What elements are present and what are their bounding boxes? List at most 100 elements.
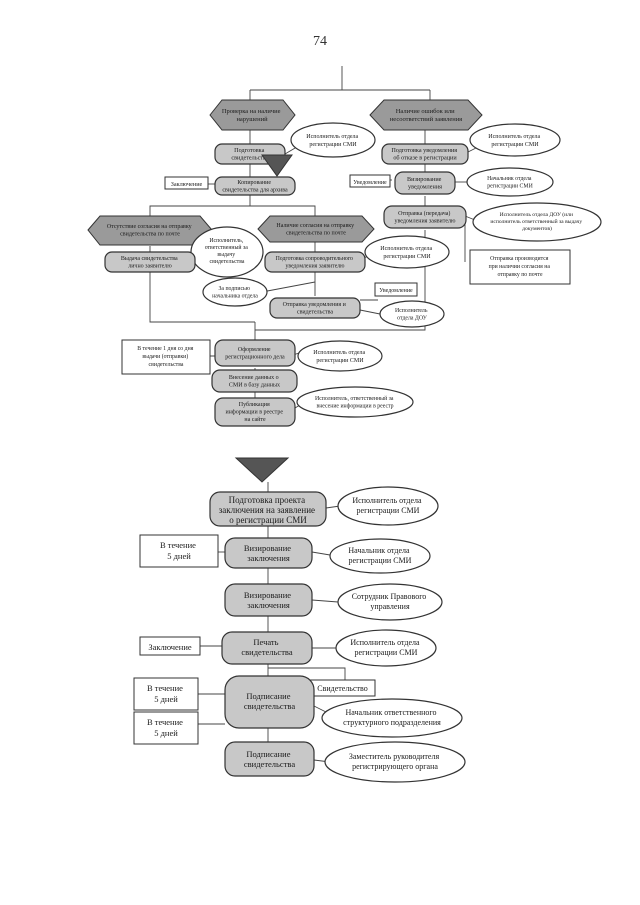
svg-text:Начальник отдела регис: Начальник отдела регистрации СМИ (348, 546, 411, 565)
svg-text:Исполнитель отдела ДОУ: Исполнитель отдела ДОУ (395, 308, 429, 322)
box-issue-certificate-line-2: лично заявителю (128, 264, 172, 270)
svg-text:Исполнитель отдела рег: Исполнитель отдела регистрации СМИ (352, 496, 423, 515)
ellipse-exec-smi-1: Исполнитель отдела регистрации СМИ (290, 122, 376, 158)
ellipse-lower-exec-smi-line-2: регистрации СМИ (357, 506, 420, 515)
rect-notice-2-text: Уведомление (379, 288, 413, 294)
ellipse-head-smi-1-line-2: регистрации СМИ (487, 184, 533, 190)
svg-text:В течение 5 дней: В течение 5 дней (147, 683, 185, 704)
svg-text:Сотрудник Правового уп: Сотрудник Правового управления (352, 592, 429, 611)
ellipse-lower-head-smi: Начальник отдела регистрации СМИ (329, 538, 431, 574)
ellipse-exec-smi-3-line-1: Исполнитель отдела (380, 246, 432, 252)
box-publish-registry-line-1: Публикация (239, 401, 270, 408)
ellipse-lower-head-struct: Начальник ответственного структурного по… (321, 698, 463, 738)
ellipse-dou-exec-line-1: Исполнитель отдела ДОУ (или (500, 211, 573, 218)
box-send-notice-line-1: Отправка (передача) (398, 210, 450, 217)
rect-lower-5-days-2-line-2: 5 дней (154, 694, 178, 704)
arrow-triangle-small (261, 154, 293, 177)
box-issue-certificate-line-1: Выдача свидетельства (121, 256, 178, 262)
rect-lower-5-days-3-line-2: 5 дней (154, 728, 178, 738)
svg-text:Печать свидетельства: Печать свидетельства (241, 637, 292, 657)
rect-lower-5-days-1-line-2: 5 дней (167, 551, 191, 561)
rect-note-post: Отправка производится при наличии соглас… (469, 249, 571, 285)
ellipse-exec-smi-2-line-1: Исполнитель отдела (488, 134, 540, 140)
box-copy-certificate-line-2: свидетельства для архива (222, 188, 288, 194)
box-register-case-line-1: Оформление (238, 346, 271, 353)
svg-text:Отправка (передача) ув: Отправка (передача) уведомления заявител… (394, 210, 456, 225)
svg-text:Исполнитель отдела рег: Исполнитель отдела регистрации СМИ (350, 638, 421, 657)
svg-text:Визирование заключения: Визирование заключения (244, 543, 293, 563)
svg-text:Наличие согласия на отправку: Наличие согласия на отправку свидетельст… (276, 223, 355, 237)
ellipse-signed-head: За подписью начальника отдела (202, 277, 268, 307)
box-prepare-certificate-line-2: свидетельства (231, 155, 269, 162)
hex-errors-found-line-2: несоответствий заявления (390, 116, 462, 123)
svg-text:Подписание свидетельст: Подписание свидетельства (244, 691, 295, 711)
box-prepare-certificate-line-1: Подготовка (234, 147, 264, 154)
rect-conclusion-upper: Заключение (164, 176, 209, 190)
box-enter-database-line-2: СМИ в базу данных (229, 382, 280, 389)
ellipse-dou-exec: Исполнитель отдела ДОУ (или исполнитель … (472, 202, 602, 242)
ellipse-exec-register: Исполнитель, ответственный за внесение и… (296, 386, 414, 418)
svg-text:Подготовка сопроводительного: Подготовка сопроводительного уведомления… (276, 256, 355, 270)
ellipse-exec-issue-line-4: свидетельства (210, 259, 245, 265)
rect-one-day-line-2: выдачи (отправки) (142, 353, 188, 360)
ellipse-exec-smi-3-line-2: регистрации СМИ (383, 254, 431, 260)
svg-text:Начальник отдела регис: Начальник отдела регистрации СМИ (487, 176, 533, 190)
box-print-certificate: Печать свидетельства (221, 631, 313, 665)
rect-note-post-line-2: при наличии согласия на (489, 264, 551, 270)
page-number: 74 (313, 34, 327, 49)
hex-errors-found: Наличие ошибок или несоответствий заявле… (369, 99, 483, 131)
ellipse-lower-deputy-line-1: Заместитель руководителя (349, 752, 440, 761)
box-prepare-cover-letter-line-2: уведомления заявителю (286, 264, 346, 270)
svg-text:Исполнитель, ответственный за: Исполнитель, ответственный за внесение и… (315, 395, 395, 410)
svg-text:Начальник ответственного: Начальник ответственного структурного по… (343, 708, 441, 727)
ellipse-exec-issue-line-2: ответственный за (205, 244, 249, 251)
svg-text:Заместитель руководителя: Заместитель руководителя регистрирующего… (349, 752, 441, 771)
hex-postal-consent-line-2: свидетельства по почте (286, 231, 346, 237)
svg-text:Подписание свидетельст: Подписание свидетельства (244, 749, 295, 769)
box-print-certificate-line-2: свидетельства (241, 647, 292, 657)
svg-text:Отправка уведомления и: Отправка уведомления и свидетельства (283, 302, 348, 316)
rect-note-post-line-3: отправку по почте (497, 272, 542, 278)
box-prepare-project-line-2: заключения на заявление (219, 505, 315, 515)
box-sign-notice-line-1: Визирование (407, 176, 442, 183)
svg-text:Проверка на наличие на: Проверка на наличие нарушений (222, 108, 282, 123)
ellipse-lower-deputy-line-2: регистрирующего органа (352, 762, 438, 771)
ellipse-exec-issue-line-3: выдачу (217, 252, 235, 258)
svg-text:Исполнитель отдела рег: Исполнитель отдела регистрации СМИ (380, 246, 433, 260)
box-sign-certificate-2-line-2: свидетельства (244, 759, 295, 769)
box-prepare-notice-refusal-line-1: Подготовка уведомления (391, 147, 457, 154)
rect-lower-certificate: Свидетельство (309, 679, 376, 697)
box-send-notice: Отправка (передача) уведомления заявител… (383, 205, 467, 229)
rect-lower-5-days-1-line-1: В течение (160, 540, 196, 550)
svg-text:Исполнитель, ответстве: Исполнитель, ответственный за выдачу сви… (205, 238, 250, 265)
rect-notice-1: Уведомление (349, 174, 391, 188)
ellipse-exec-smi-4: Исполнитель отдела регистрации СМИ (297, 340, 383, 372)
ellipse-signed-head-line-1: За подписью (219, 286, 251, 292)
box-prepare-notice-refusal: Подготовка уведомления об отказе в регис… (381, 143, 469, 165)
rect-lower-conclusion: Заключение (139, 636, 201, 656)
hex-no-postal-consent: Отсутствие согласия на отправку свидетел… (87, 215, 213, 246)
svg-text:Наличие ошибок или нес: Наличие ошибок или несоответствий заявле… (390, 108, 462, 123)
box-prepare-project: Подготовка проекта заключения на заявлен… (209, 491, 327, 527)
ellipse-exec-smi-4-line-1: Исполнитель отдела (313, 350, 365, 356)
box-sign-certificate-1: Подписание свидетельства (224, 675, 315, 729)
box-sign-notice-line-2: уведомления (408, 184, 442, 191)
ellipse-lower-head-struct-line-2: структурного подразделения (343, 718, 441, 727)
ellipse-exec-dou-line-1: Исполнитель (395, 308, 428, 314)
box-print-certificate-line-1: Печать (253, 637, 278, 647)
svg-text:Исполнитель отдела рег: Исполнитель отдела регистрации СМИ (313, 350, 366, 364)
ellipse-dou-exec-line-3: документов) (522, 225, 552, 232)
ellipse-lower-exec-smi-2: Исполнитель отдела регистрации СМИ (335, 629, 437, 667)
box-prepare-cover-letter-line-1: Подготовка сопроводительного (276, 256, 353, 262)
ellipse-signed-head-line-2: начальника отдела (212, 294, 258, 300)
ellipse-exec-smi-2: Исполнитель отдела регистрации СМИ (469, 123, 561, 157)
arrow-triangle-large (234, 457, 290, 483)
box-sign-certificate-1-line-2: свидетельства (244, 701, 295, 711)
ellipse-lower-head-smi-line-1: Начальник отдела (348, 546, 410, 555)
ellipse-lower-head-smi-line-2: регистрации СМИ (349, 556, 412, 565)
svg-text:В течение 5 дней: В течение 5 дней (147, 717, 185, 738)
hex-check-violations: Проверка на наличие нарушений (209, 99, 296, 131)
svg-text:Внесение данных о СМИ: Внесение данных о СМИ в базу данных (229, 375, 280, 389)
